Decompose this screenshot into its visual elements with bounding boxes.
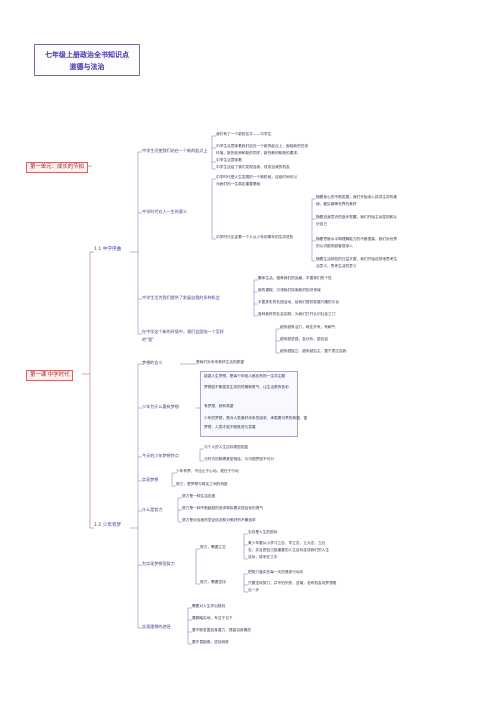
- s2-d2-item: 能激人生梦想，是每个年轻人都应有的一生命主题: [204, 374, 286, 378]
- s2-d4: 实现梦想: [142, 477, 159, 482]
- s2-d6-a-item: 志，并且把自己接重要的人生目标变成我们的人生: [248, 548, 330, 552]
- s2-d6: 为实现梦想而努力: [142, 561, 175, 566]
- s1-q2-item: 为我们的一生奠定重要基础: [216, 182, 261, 186]
- s1-q3: 中学生活为我们提供了发展自我的多种机会: [142, 295, 220, 300]
- s2-d1: 梦想的含义: [142, 360, 163, 365]
- s2-d6-b-item: 只要坚持努力，并不怕失败、逆境，总有机会向梦想更: [248, 581, 337, 585]
- s2-d6-a-item: 青少年要从小学习立志，早立志，立大志，立长: [248, 541, 326, 545]
- s1-q1-item: 中学生活意味着: [216, 158, 242, 162]
- s1-q1: 中学生活使我们站在一个新的起点上: [142, 148, 208, 153]
- s2-d2-item: 梦想能不断激发生命的热情和勇气，让生活更有色彩: [204, 385, 289, 389]
- s2-d5-item: 努力是一种生活态度: [182, 494, 216, 498]
- s2-d7-item: 要不断发掘自身潜力，提高自身素质: [192, 628, 251, 632]
- s2-d1-value: 是我们对未来美好生活的愿望: [196, 360, 244, 364]
- s1-q4: 在中学这个新的环境中，我们会面临一个怎样: [142, 329, 224, 334]
- s1-q2: 中学时代对人一生的意义: [142, 209, 188, 214]
- s2-d6-b: 努力，需要坚持: [200, 580, 226, 584]
- s1-q2-sub-item: 随着自我意识的逐步觉醒，我们开始主动发现和认: [316, 215, 398, 219]
- s1-q2-sub-item: 的认识越来越客观深入: [316, 244, 353, 248]
- title-line-2: 道德与法治: [69, 63, 105, 71]
- s1-q1-item: 中学生活意味着我们站在一个新的起点上，面临新的任务: [216, 144, 309, 148]
- s2-d6-a: 努力，需要立志: [200, 545, 226, 549]
- s2-d5-item: 努力是对自我的坚定信念和对美好的不懈追求: [182, 518, 256, 522]
- s2-d6-b-item: 近一步: [248, 588, 260, 592]
- s1-q4-item: 越来越坚强，会分析，能包容: [280, 337, 328, 341]
- s2-d3: 今天的少年梦想特点: [142, 453, 179, 458]
- lesson-1-node: 第一课 中学时代: [26, 370, 74, 382]
- s2-d4-item: 努力，是梦想与现实之间的桥梁: [176, 482, 228, 486]
- unit-1-node: 第一单元：成长的节拍: [26, 162, 88, 174]
- s2-d6-a-item: 志向是人生的航标: [248, 530, 278, 534]
- title-line-1: 七年级上册政治全书知识点: [45, 51, 129, 59]
- s1-q3-item: 集体生活，邀养我们的品格，丰富我们的个性: [258, 276, 332, 280]
- section-1-2: 1.2 少年有梦: [94, 523, 122, 528]
- s2-d2-item: 梦想，人类才能不断推进与发展: [204, 425, 256, 429]
- s2-d7: 实现理想的途径: [142, 624, 171, 629]
- s2-d7-item: 要脚踏实地，专注于当下: [192, 616, 233, 620]
- section-1-1: 1.1 中学序曲: [94, 247, 122, 252]
- s2-d2: 少年为什么要有梦想: [142, 404, 179, 409]
- s1-q1-item: 中学生活给了我们发现自我、改变自我的机会: [216, 165, 290, 169]
- s2-d7-item: 要不畏困难，坚持到底: [192, 640, 229, 644]
- s1-q2-sub-item: 识自己: [316, 222, 328, 226]
- s1-q1-item: 环境，新的老师和新的同学，新的教材和新的要求，: [216, 151, 301, 155]
- s1-q1-item: 我们有了一个新的名字——中学生: [216, 132, 272, 136]
- s1-q2-sub-item: 随着生活体验的日益丰富，我们开始自觉地思考生: [316, 257, 398, 261]
- s1-q2-sub-item: 随着身心的不断发展，我们开始深入探寻生命的奥: [316, 195, 398, 199]
- s1-q3-item: 新的课程，引领我们探索新的知识领域: [258, 288, 321, 292]
- s1-q4-item: 越来越独立、越来越自主，富于表达自我: [280, 349, 347, 353]
- s1-q3-item: 各种各样的社会实践，为我们打开认识社会之门: [258, 312, 336, 316]
- title-box: 七年级上册政治全书知识点 道德与法治: [34, 44, 140, 76]
- s2-d5-item: 努力是一种不断超越的追求和执着实现目标的勇气: [182, 506, 264, 510]
- s2-d7-item: 需要对人生作出规划: [192, 604, 226, 608]
- s1-q2-sub-item: 随着思维水平和理解能力的不断提高，我们对世界: [316, 237, 398, 241]
- s2-d3-item: 与个人的人生目标紧密相连: [204, 445, 249, 449]
- s1-q4-item: 越来越有活力，继往开来，有朝气: [280, 325, 336, 329]
- s1-q2-sub-item: 活意义，思考生活的意义: [316, 264, 357, 268]
- s1-q2-sub-item: 秘，看见精神世界的美好: [316, 202, 357, 206]
- s2-d6-a-item: 目标，将来在之中: [248, 555, 278, 559]
- s2-d5: 什么是努力: [142, 507, 163, 512]
- s2-d2-item: 少年的梦想，是对人类美好未来的追求，承载着可贵的希望，富: [204, 416, 308, 420]
- s1-q2-item: 中学时代是人生发展的一个新阶段，这段时间可以: [216, 175, 298, 179]
- s1-q3-item: 丰富多彩的社团活动，给我们提供发展兴趣的平台: [258, 300, 340, 304]
- s2-d6-b-item: 把努力落实在每一天的具体行动中: [248, 570, 304, 574]
- s2-d2-box: [200, 371, 298, 437]
- s1-q4-line2: 的"我": [142, 337, 154, 342]
- s2-d4-item: 少年有梦，不应止于心动，更在于行动: [176, 469, 239, 473]
- s2-d3-item: 与时代的脉搏紧密相连，与中国梦密不可分: [204, 457, 275, 461]
- s2-d2-item: 有梦想，就有希望: [204, 404, 234, 408]
- s1-q2-sub: 中学时代见证着一个人从少年到青年的生命进阶: [216, 235, 294, 239]
